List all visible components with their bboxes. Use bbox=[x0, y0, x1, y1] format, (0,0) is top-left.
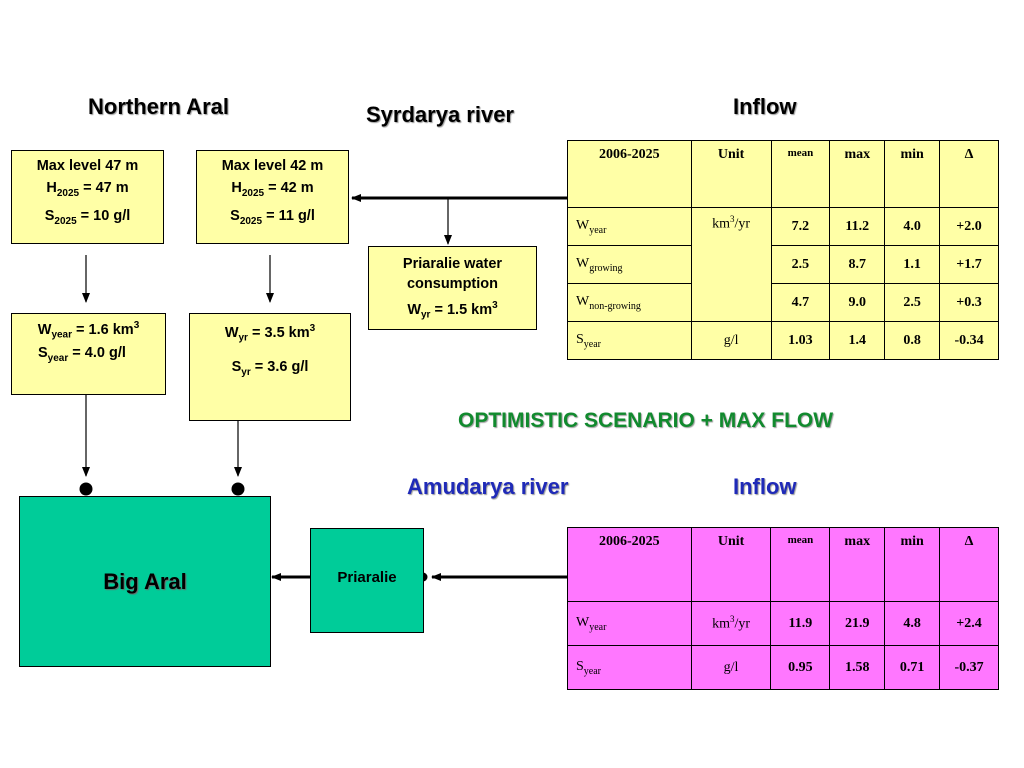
priaralie-water-line1: Priaralie water bbox=[402, 256, 503, 272]
cell-delta: +2.4 bbox=[939, 601, 999, 646]
scenario-heading: OPTIMISTIC SCENARIO + MAX FLOW bbox=[458, 409, 834, 432]
northern-aral-max47-box: Max level 47 m H2025 = 47 m S2025 = 10 g… bbox=[11, 150, 164, 244]
cell-max: 1.58 bbox=[829, 645, 886, 690]
cell-delta: -0.34 bbox=[939, 321, 999, 360]
box1-h2025: H2025 = 47 m bbox=[46, 180, 129, 199]
header-delta: Δ bbox=[939, 527, 999, 602]
header-max: max bbox=[829, 140, 886, 208]
cell-max: 11.2 bbox=[829, 207, 886, 246]
box2-s2025: S2025 = 11 g/l bbox=[230, 207, 315, 227]
unit-salinity-cell: g/l bbox=[690, 321, 772, 360]
row-label: Syear bbox=[567, 645, 692, 690]
unit-cell: km3/yr bbox=[690, 601, 772, 646]
cell-delta: +1.7 bbox=[939, 245, 999, 284]
table-row: Syear g/l 1.03 1.4 0.8 -0.34 bbox=[567, 321, 999, 360]
cell-mean: 0.95 bbox=[770, 645, 831, 690]
cell-max: 21.9 bbox=[829, 601, 886, 646]
cell-mean: 11.9 bbox=[770, 601, 831, 646]
row-label: Wyear bbox=[567, 601, 692, 646]
box4-junction-dot bbox=[231, 482, 245, 496]
box2-h2025: H2025 = 42 m bbox=[231, 180, 314, 199]
unit-flow-cell: km3/yr bbox=[690, 207, 772, 322]
header-unit: Unit bbox=[690, 527, 772, 602]
priaralie-water-consumption-box: Priaralie water consumption Wyr = 1.5 km… bbox=[368, 246, 537, 330]
header-min: min bbox=[884, 527, 941, 602]
header-delta: Δ bbox=[939, 140, 999, 208]
cell-min: 2.5 bbox=[884, 283, 941, 322]
big-aral-label: Big Aral bbox=[103, 568, 187, 594]
box4-wyr: Wyr = 3.5 km3 bbox=[224, 323, 316, 344]
row-label: Wnon-growing bbox=[567, 283, 692, 322]
cell-min: 1.1 bbox=[884, 245, 941, 284]
big-aral-box: Big Aral bbox=[19, 496, 271, 667]
box1-max-level: Max level 47 m bbox=[36, 158, 139, 174]
priaralie-label: Priaralie bbox=[337, 569, 397, 586]
table-header-row: 2006-2025 Unit mean max min Δ bbox=[567, 140, 999, 208]
box3-syear: Syear = 4.0 g/l bbox=[38, 344, 126, 364]
amudarya-inflow-table: 2006-2025 Unit mean max min Δ Wyear km3/… bbox=[567, 527, 999, 690]
cell-max: 9.0 bbox=[829, 283, 886, 322]
header-max: max bbox=[829, 527, 886, 602]
priaralie-box: Priaralie bbox=[310, 528, 424, 633]
header-mean: mean bbox=[770, 527, 831, 602]
amudarya-river-heading: Amudarya river bbox=[407, 474, 569, 499]
cell-delta: +2.0 bbox=[939, 207, 999, 246]
cell-max: 1.4 bbox=[829, 321, 886, 360]
cell-min: 4.8 bbox=[884, 601, 941, 646]
row-label: Wgrowing bbox=[567, 245, 692, 284]
box4-syr: Syr = 3.6 g/l bbox=[231, 358, 309, 378]
outflow-box-2: Wyr = 3.5 km3 Syr = 3.6 g/l bbox=[189, 313, 351, 421]
cell-mean: 2.5 bbox=[770, 245, 831, 284]
cell-delta: +0.3 bbox=[939, 283, 999, 322]
box1-s2025: S2025 = 10 g/l bbox=[44, 207, 131, 227]
cell-min: 0.71 bbox=[884, 645, 941, 690]
northern-aral-max42-box: Max level 42 m H2025 = 42 m S2025 = 11 g… bbox=[196, 150, 349, 244]
unit-cell: g/l bbox=[690, 645, 772, 690]
row-label: Wyear bbox=[567, 207, 692, 246]
header-min: min bbox=[884, 140, 941, 208]
header-period: 2006-2025 bbox=[567, 140, 692, 208]
priaralie-water-wyr: Wyr = 1.5 km3 bbox=[407, 300, 498, 321]
cell-min: 0.8 bbox=[884, 321, 941, 360]
northern-aral-heading: Northern Aral bbox=[88, 94, 229, 119]
priaralie-water-line2: consumption bbox=[406, 276, 499, 292]
box3-wyear: Wyear = 1.6 km3 bbox=[37, 320, 140, 341]
header-unit: Unit bbox=[690, 140, 772, 208]
table-row: Wnon-growing 4.7 9.0 2.5 +0.3 bbox=[567, 283, 999, 322]
syrdarya-river-heading: Syrdarya river bbox=[366, 102, 514, 127]
table-row: Wyear km3/yr 7.2 11.2 4.0 +2.0 bbox=[567, 207, 999, 322]
header-mean: mean bbox=[770, 140, 831, 208]
cell-mean: 7.2 bbox=[770, 207, 831, 246]
box3-junction-dot bbox=[79, 482, 93, 496]
outflow-box-1: Wyear = 1.6 km3 Syear = 4.0 g/l bbox=[11, 313, 166, 395]
cell-mean: 4.7 bbox=[770, 283, 831, 322]
inflow-top-heading: Inflow bbox=[733, 94, 797, 119]
cell-mean: 1.03 bbox=[770, 321, 831, 360]
cell-delta: -0.37 bbox=[939, 645, 999, 690]
table-row: Syear g/l 0.95 1.58 0.71 -0.37 bbox=[567, 645, 999, 690]
table-row: Wyear km3/yr 11.9 21.9 4.8 +2.4 bbox=[567, 601, 999, 646]
row-label: Syear bbox=[567, 321, 692, 360]
syrdarya-inflow-table: 2006-2025 Unit mean max min Δ Wyear km3/… bbox=[567, 140, 999, 360]
table-header-row: 2006-2025 Unit mean max min Δ bbox=[567, 527, 999, 602]
table-row: Wgrowing 2.5 8.7 1.1 +1.7 bbox=[567, 245, 999, 284]
header-period: 2006-2025 bbox=[567, 527, 692, 602]
inflow-bottom-heading: Inflow bbox=[733, 474, 797, 499]
box2-max-level: Max level 42 m bbox=[221, 158, 324, 174]
cell-max: 8.7 bbox=[829, 245, 886, 284]
cell-min: 4.0 bbox=[884, 207, 941, 246]
